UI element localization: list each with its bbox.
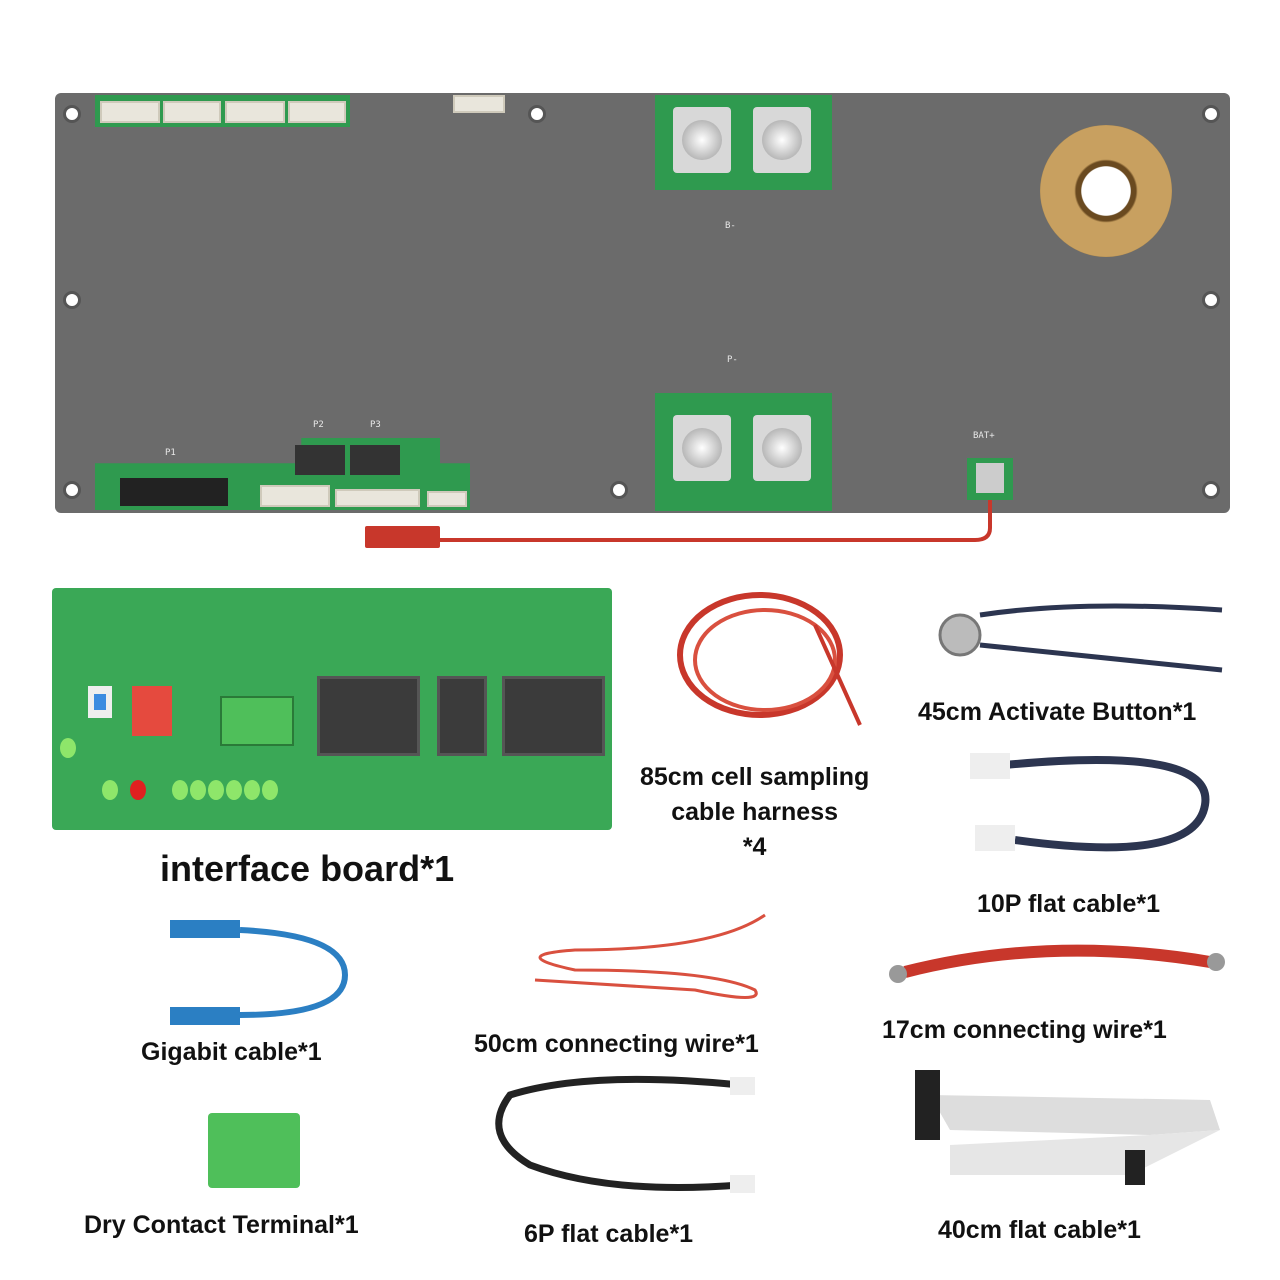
dip-switch [132, 686, 172, 736]
label-wire-50: 50cm connecting wire*1 [474, 1030, 759, 1058]
label-cell-sampling: 85cm cell sampling cable harness *4 [640, 763, 870, 861]
label-activate-button: 45cm Activate Button*1 [918, 698, 1197, 726]
rj45-port [317, 676, 420, 756]
connector [225, 101, 285, 123]
label-flat-10p: 10P flat cable*1 [977, 890, 1160, 918]
interface-board [52, 588, 612, 830]
silk-p2: P2 [313, 420, 324, 430]
connector [335, 489, 420, 507]
rj45-port [437, 676, 487, 756]
silk-b-minus: B- [725, 221, 736, 231]
label-gigabit: Gigabit cable*1 [141, 1038, 322, 1066]
pin-header-p1 [120, 478, 228, 506]
reset-switch [88, 686, 112, 718]
rj45-p3 [350, 445, 400, 475]
label-flat-40: 40cm flat cable*1 [938, 1216, 1141, 1244]
connector [453, 95, 505, 113]
activate-button-image [938, 603, 1223, 673]
red-bat-wire [365, 500, 992, 548]
silk-bat-plus: BAT+ [973, 431, 995, 441]
silk-p1: P1 [165, 448, 176, 458]
rj45-port [502, 676, 605, 756]
bat-plus-terminal [967, 458, 1013, 500]
connector [260, 485, 330, 507]
cell-sampling-harness-image [677, 592, 862, 726]
flat-10p-cable-image [970, 753, 1210, 852]
flat-6p-cable-image [495, 1075, 755, 1193]
silk-p-minus: P- [727, 355, 738, 365]
wire-50cm-image [534, 913, 766, 999]
wire-17cm-image [889, 944, 1225, 983]
bms-main-board: B- P- BAT+ P1 P2 P3 [55, 93, 1230, 513]
label-interface-board: interface board*1 [160, 848, 455, 889]
rj45-p2 [295, 445, 345, 475]
connector [100, 101, 160, 123]
terminal-block-p [655, 393, 832, 511]
dry-contact-socket [220, 696, 294, 746]
flat-40cm-cable-image [915, 1070, 1220, 1185]
gigabit-cable-image [170, 920, 349, 1025]
connector [163, 101, 221, 123]
label-flat-6p: 6P flat cable*1 [524, 1220, 694, 1248]
silk-p3: P3 [370, 420, 381, 430]
label-wire-17: 17cm connecting wire*1 [882, 1016, 1167, 1044]
dry-contact-terminal-image [208, 1113, 300, 1188]
toroid-inductor [1040, 125, 1172, 257]
connector [427, 491, 467, 507]
terminal-block-b [655, 95, 832, 190]
label-dry-contact: Dry Contact Terminal*1 [84, 1211, 359, 1239]
connector [288, 101, 346, 123]
